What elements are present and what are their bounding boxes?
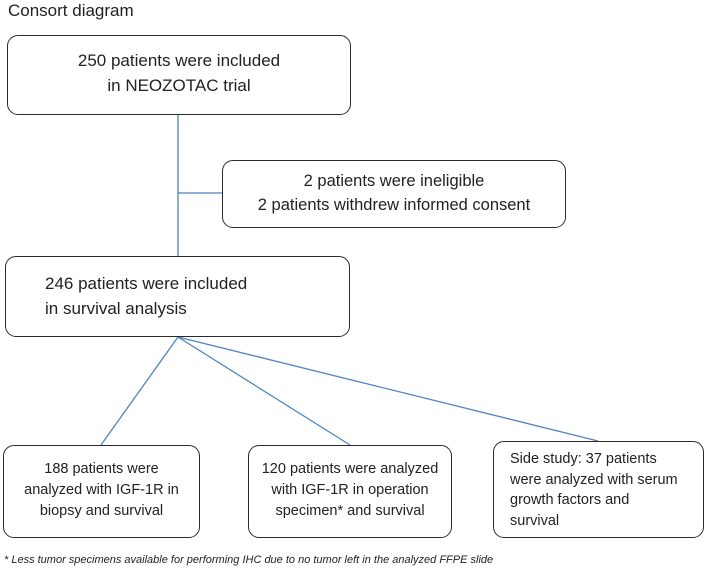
- enrolled-box: 250 patients were included in NEOZOTAC t…: [7, 35, 351, 115]
- biopsy-box: 188 patients were analyzed with IGF-1R i…: [3, 445, 200, 538]
- biopsy-line-3: biopsy and survival: [39, 503, 164, 519]
- operation-line-1: 120 patients were analyzed: [261, 461, 439, 477]
- diagram-title: Consort diagram: [8, 1, 134, 20]
- operation-box: 120 patients were analyzed with IGF-1R i…: [248, 445, 452, 538]
- excluded-line-2: 2 patients withdrew informed consent: [257, 196, 531, 214]
- analysis-line-1: 246 patients were included: [45, 274, 248, 293]
- enrolled-line-1: 250 patients were included: [77, 51, 281, 70]
- side-study-box: Side study: 37 patients were analyzed wi…: [493, 441, 704, 538]
- connector-analysis-to-side-study: [177, 336, 599, 442]
- excluded-box: 2 patients were ineligible 2 patients wi…: [222, 160, 566, 228]
- biopsy-line-1: 188 patients were: [44, 461, 159, 477]
- connector-analysis-to-operation: [177, 336, 351, 446]
- excluded-line-1: 2 patients were ineligible: [303, 172, 485, 190]
- analysis-box: 246 patients were included in survival a…: [5, 256, 350, 337]
- side-study-line-2: were analyzed with serum: [510, 471, 678, 488]
- footnote: * Less tumor specimens available for per…: [4, 554, 494, 566]
- side-study-line-4: survival: [510, 512, 560, 529]
- side-study-line-1: Side study: 37 patients: [510, 451, 657, 467]
- operation-line-2: with IGF-1R in operation: [271, 482, 429, 498]
- enrolled-line-2: in NEOZOTAC trial: [107, 76, 251, 95]
- analysis-line-2: in survival analysis: [45, 299, 187, 318]
- side-study-line-3: growth factors and: [510, 492, 630, 508]
- biopsy-line-2: analyzed with IGF-1R in: [24, 482, 179, 498]
- operation-line-3: specimen* and survival: [275, 503, 425, 519]
- connector-analysis-to-biopsy: [100, 336, 179, 446]
